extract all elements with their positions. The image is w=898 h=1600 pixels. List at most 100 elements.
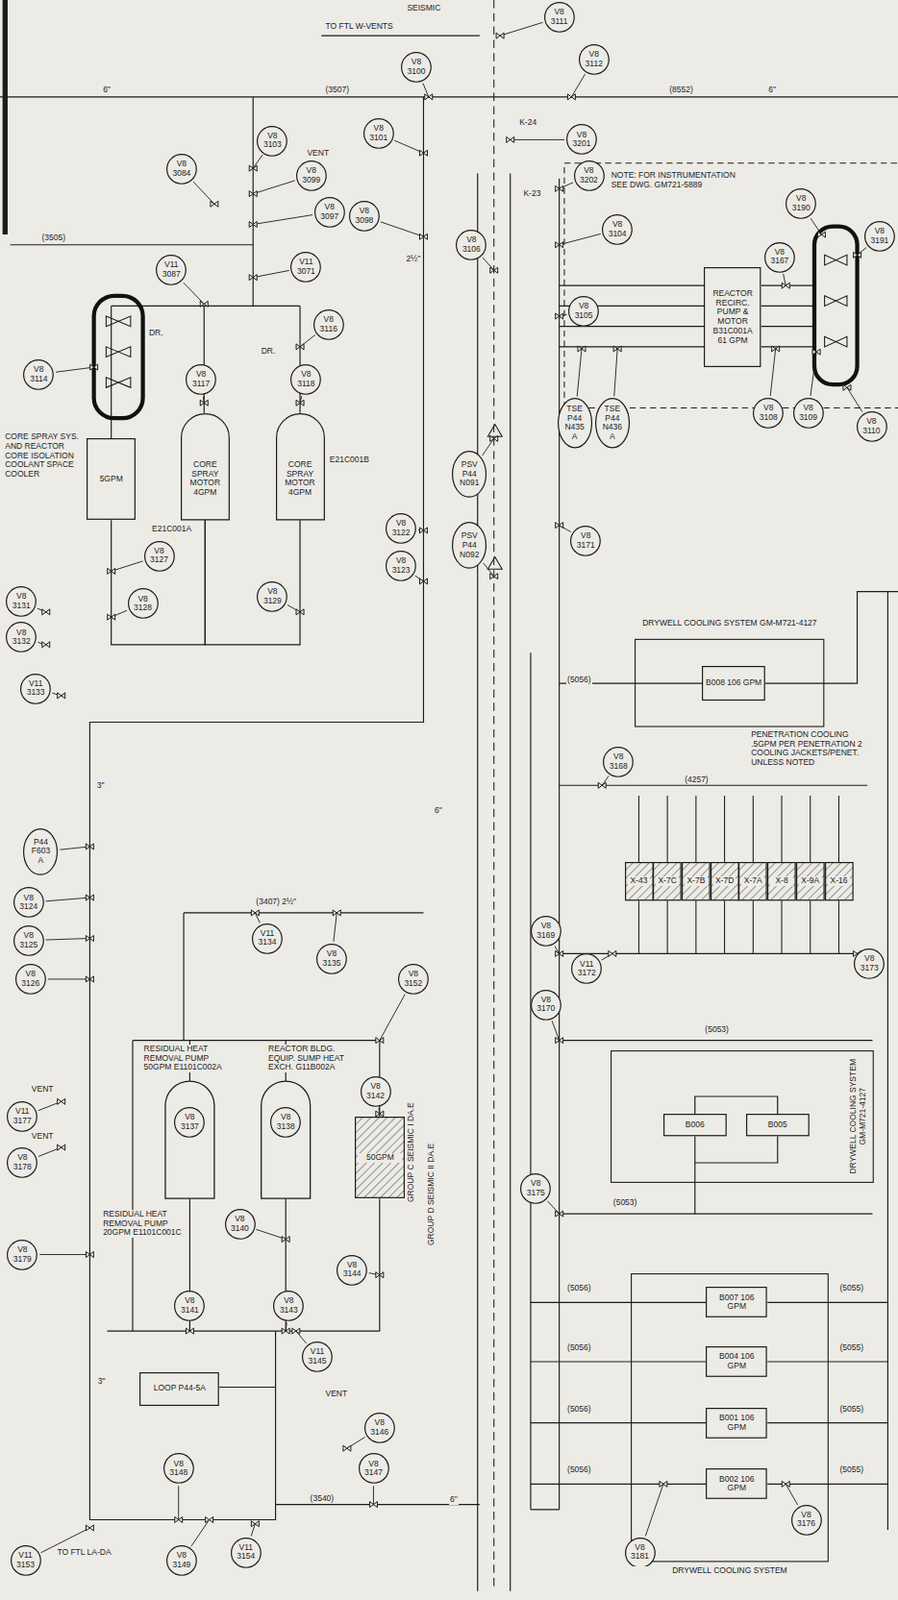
text-group: V8 3127 xyxy=(149,547,169,567)
text-group: PSV P44 N091 xyxy=(458,460,481,489)
box-fill xyxy=(355,1118,405,1199)
callout-outline xyxy=(167,154,198,185)
valve-symbol xyxy=(292,1328,300,1335)
valve-tag: V8 3148 xyxy=(169,1460,188,1480)
text-group: V11 3134 xyxy=(257,929,276,949)
leader-line xyxy=(847,387,863,412)
pump-motor: CORE SPRAY MOTOR 4GPM xyxy=(180,413,230,521)
hatched-box: X-7B xyxy=(681,862,711,901)
valve-tag: V8 3108 xyxy=(758,403,777,424)
text-group: V8 3104 xyxy=(607,220,626,240)
valve-callout: V8 3105 xyxy=(568,296,599,327)
callout-outline xyxy=(230,1538,261,1569)
text-group: V8 3138 xyxy=(275,1113,295,1133)
callout-outline xyxy=(865,222,896,252)
callout-outline xyxy=(302,1342,333,1372)
valve-tag: V11 3145 xyxy=(307,1347,326,1368)
valve-tag: V11 3153 xyxy=(16,1551,35,1572)
equipment-box: B001 106 GPM xyxy=(705,1408,768,1440)
hatched-box: X-16 xyxy=(824,862,854,901)
boundary-frame xyxy=(610,1051,874,1184)
text-group: V8 3116 xyxy=(319,315,338,335)
drawing-note: E21C001A xyxy=(150,524,193,535)
valve-callout: V8 3148 xyxy=(163,1453,195,1485)
valve-tag: V8 3118 xyxy=(297,370,316,390)
valve-symbol xyxy=(250,1521,259,1528)
valve-symbol xyxy=(250,910,259,917)
callout-outline xyxy=(127,589,158,620)
text-group: V8 3168 xyxy=(608,752,627,773)
valve-symbol xyxy=(490,573,499,580)
leader-group xyxy=(37,22,867,1553)
text-group: V8 3142 xyxy=(366,1082,385,1102)
text-group: V8 3152 xyxy=(403,970,423,990)
text-group: 5GPM xyxy=(89,474,133,485)
valve-tag: V8 3099 xyxy=(301,166,321,186)
valve-symbol xyxy=(555,950,564,957)
drawing-note: VENT xyxy=(30,1132,55,1143)
equipment-name: B001 106 GPM xyxy=(708,1414,765,1434)
text-group: V8 3202 xyxy=(579,166,599,186)
valve-symbol xyxy=(577,346,586,352)
text-group: V8 3125 xyxy=(19,931,38,951)
valve-symbol xyxy=(843,384,851,391)
box-outline xyxy=(706,1408,767,1439)
valve-tag: V11 3133 xyxy=(25,679,45,699)
valve-callout: V11 3071 xyxy=(290,251,322,283)
valve-symbol xyxy=(853,251,862,258)
valve-symbol xyxy=(332,910,341,917)
center-line xyxy=(493,0,495,1593)
text-group: V8 3140 xyxy=(230,1215,250,1235)
markup-oval xyxy=(814,226,858,386)
text-group: V11 3154 xyxy=(236,1544,255,1564)
callout-outline xyxy=(6,623,37,653)
leader-line xyxy=(571,74,585,98)
callout-outline xyxy=(7,1240,38,1271)
valve-tag: V11 3134 xyxy=(257,929,276,949)
valve-symbol xyxy=(496,32,504,39)
leader-line xyxy=(576,349,582,397)
drawing-note: 3" xyxy=(96,781,106,792)
valve-tag: V8 3109 xyxy=(798,403,818,424)
valve-callout: V8 3179 xyxy=(6,1240,38,1272)
callout-outline xyxy=(854,949,885,980)
valve-tag: V11 3087 xyxy=(162,260,181,280)
equipment-box: B006 xyxy=(663,1114,727,1137)
valve-tag: V8 3202 xyxy=(579,166,599,186)
valve-tag: V8 3170 xyxy=(536,996,555,1016)
equipment-box: 5GPM xyxy=(86,438,136,521)
valve-tag: V8 3181 xyxy=(630,1544,649,1564)
valve-tag: V8 3152 xyxy=(403,970,423,990)
callout-outline xyxy=(349,201,380,232)
valve-tag: V8 3173 xyxy=(860,954,879,974)
text-group: X-7A xyxy=(741,876,765,887)
drawing-note: 6" xyxy=(433,806,444,817)
valve-symbol xyxy=(419,527,427,534)
text-group: V11 3071 xyxy=(297,257,316,277)
valve-tag: V8 3111 xyxy=(549,7,569,27)
instrument-callout: PSV P44 N091 xyxy=(451,450,487,499)
callout-outline xyxy=(6,587,37,618)
valve-tag: V8 3105 xyxy=(573,301,593,322)
drawing-note: (5053) xyxy=(612,1198,639,1209)
valve-callout: V11 3145 xyxy=(301,1342,333,1373)
callout-outline xyxy=(24,828,58,875)
callout-outline xyxy=(296,160,326,191)
callout-outline xyxy=(595,399,629,449)
callout-outline xyxy=(572,954,602,985)
leader-line xyxy=(810,351,817,397)
valve-symbol xyxy=(90,364,99,371)
valve-tag: V8 3178 xyxy=(13,1153,32,1173)
system-heading: DRYWELL COOLING SYSTEM GM-M721-4127 xyxy=(848,1057,869,1178)
equipment-box: B007 106 GPM xyxy=(705,1287,768,1319)
equipment-name: B005 xyxy=(748,1121,807,1131)
valve-callout: V11 3177 xyxy=(6,1101,38,1133)
text-group: V8 3179 xyxy=(13,1246,32,1266)
valve-symbol xyxy=(659,1481,668,1488)
valve-callout: V8 3137 xyxy=(174,1107,205,1139)
drawing-note: (4257) xyxy=(683,775,710,786)
valve-symbol xyxy=(375,1272,384,1279)
valve-callout: V8 3116 xyxy=(313,309,345,341)
drawing-note: TO FTL W-VENTS xyxy=(324,22,395,32)
